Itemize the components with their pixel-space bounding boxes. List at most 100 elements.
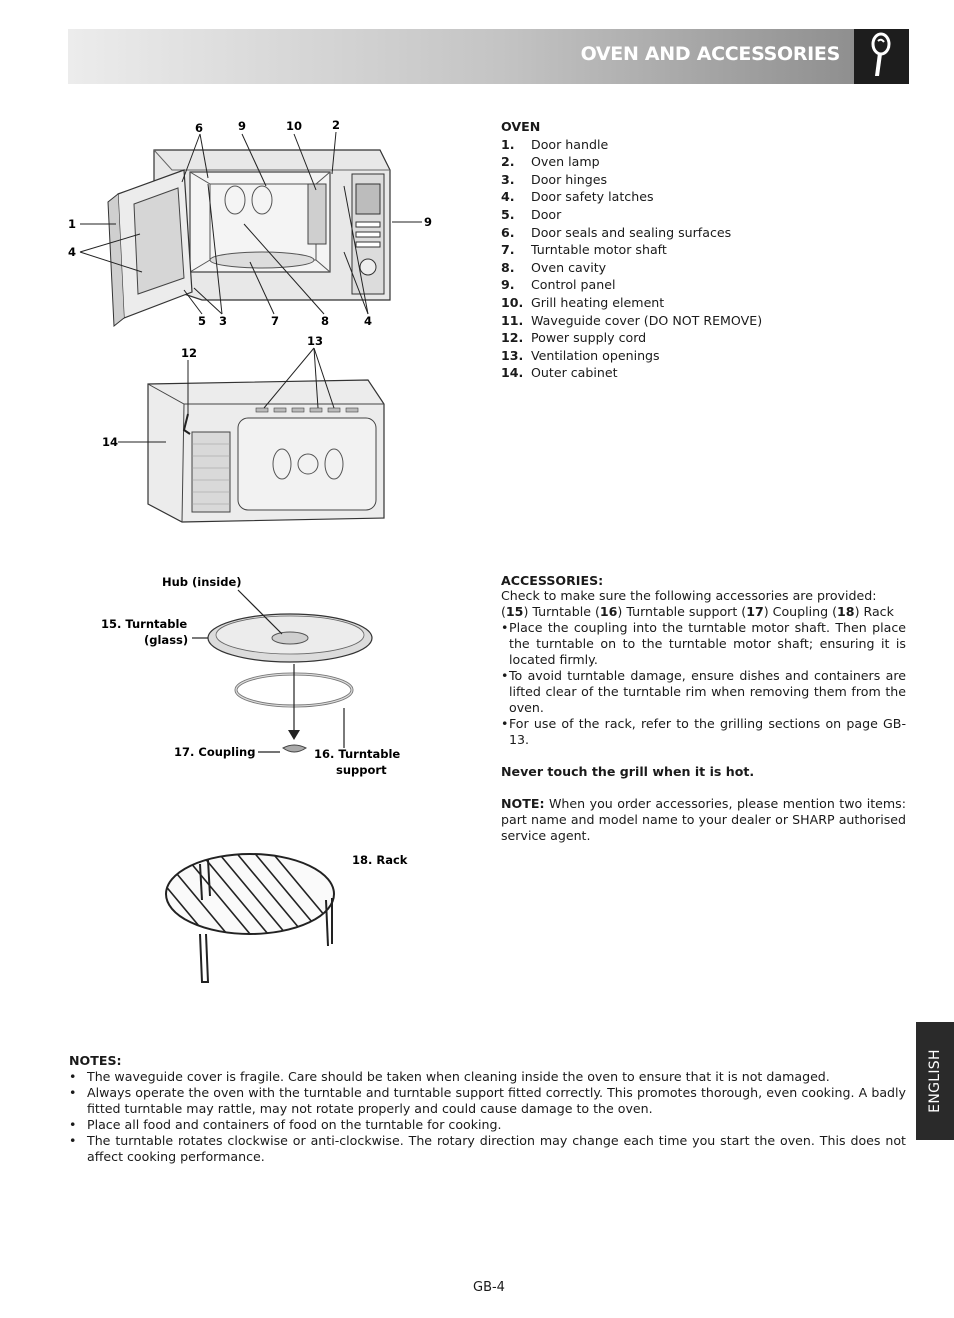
label-rack: 18. Rack [352,853,408,867]
oven-part-label: Grill heating element [531,294,665,310]
language-tab: ENGLISH [916,1022,954,1140]
oven-part-item: 6. Door seals and sealing surfaces [501,224,901,242]
oven-part-item: 11.Waveguide cover (DO NOT REMOVE) [501,312,901,330]
note-label: NOTE: [501,796,545,811]
note-item: • Always operate the oven with the turnta… [69,1085,906,1117]
acc-num-16: 16 [599,604,618,619]
accessory-bullet-text: For use of the rack, refer to the grilli… [509,716,906,747]
oven-part-number: 6. [501,224,515,240]
oven-part-item: 2. Oven lamp [501,153,901,171]
oven-part-number: 5. [501,206,515,222]
label-hub: Hub (inside) [162,575,242,589]
label-10: 10 [286,119,302,133]
label-7: 7 [271,314,279,328]
language-tab-label: ENGLISH [927,1049,943,1113]
accessories-bullets: •Place the coupling into the turntable m… [501,620,906,748]
page-number: GB-4 [473,1280,505,1295]
acc-text: ) Coupling ( [763,604,838,619]
note-item: • The turntable rotates clockwise or anti… [69,1133,906,1165]
acc-text: ) Turntable ( [523,604,600,619]
notes-list: •The waveguide cover is fragile. Care sh… [69,1069,906,1165]
oven-part-number: 3. [501,171,515,187]
label-turntable-support: 16. Turntable [314,747,400,761]
rack-diagram: 18. Rack [165,853,408,983]
turntable-diagram: Hub (inside) 15. Turntable (glass) 17. C… [101,575,400,777]
note-text: When you order accessories, please menti… [501,796,906,843]
bullet-icon: • [69,1133,77,1148]
oven-part-number: 2. [501,154,515,170]
label-turntable-support-2: support [336,763,387,777]
note-text: Place all food and containers of food on… [87,1117,502,1132]
oven-part-label: Power supply cord [531,330,647,346]
note-text: The turntable rotates clockwise or anti-… [87,1133,906,1164]
bullet-icon: • [501,716,509,731]
acc-text: ) Turntable support ( [617,604,747,619]
label-1: 1 [68,217,76,231]
note-item: •The waveguide cover is fragile. Care sh… [69,1069,906,1085]
accessory-bullet-text: To avoid turntable damage, ensure dishes… [509,668,906,715]
note-item: • Place all food and containers of food o… [69,1117,906,1133]
oven-part-item: 4.Door safety latches [501,188,901,206]
label-coupling: 17. Coupling [174,745,255,759]
oven-front-diagram: 6 9 10 2 1 4 9 5 3 7 8 4 [68,118,432,328]
oven-part-label: Door seals and sealing surfaces [531,224,732,240]
acc-text: ) Rack [854,604,894,619]
label-9-right: 9 [424,215,432,229]
notes-heading: NOTES: [69,1053,122,1068]
oven-part-number: 13. [501,347,524,363]
acc-num-18: 18 [837,604,855,619]
label-6: 6 [195,121,203,135]
label-8: 8 [321,314,329,328]
oven-part-item: 5.Door [501,206,901,224]
oven-part-number: 4. [501,189,515,205]
oven-part-label: Oven lamp [531,154,600,170]
accessories-intro: Check to make sure the following accesso… [501,588,877,603]
bullet-icon: • [69,1085,77,1100]
header-icon-box [854,29,909,84]
oven-part-item: 1.Door handle [501,136,901,154]
bullet-icon: • [501,668,509,683]
oven-part-item: 10.Grill heating element [501,294,901,312]
oven-part-label: Ventilation openings [531,347,660,363]
label-9: 9 [238,119,246,133]
acc-num-15: 15 [505,604,524,619]
oven-part-label: Door hinges [531,171,608,187]
oven-part-label: Waveguide cover (DO NOT REMOVE) [531,312,763,328]
note-text: Always operate the oven with the turntab… [87,1085,906,1116]
oven-part-item: 7.Turntable motor shaft [501,241,901,259]
oven-part-item: 8.Oven cavity [501,259,901,277]
oven-part-label: Outer cabinet [531,365,618,381]
page-title: OVEN AND ACCESSORIES [580,43,841,65]
oven-part-number: 1. [501,136,515,152]
acc-num-17: 17 [746,604,764,619]
oven-part-label: Oven cavity [531,259,607,275]
label-turntable: 15. Turntable [101,617,187,631]
label-5: 5 [198,314,206,328]
accessories-section: ACCESSORIES: Check to make sure the foll… [501,572,906,844]
accessory-bullet: •For use of the rack, refer to the grill… [501,716,906,748]
label-3: 3 [219,314,227,328]
accessories-list: (15) Turntable (16) Turntable support (1… [501,604,906,620]
bullet-icon: • [501,620,509,635]
acc-text: ( [501,604,506,619]
accessories-heading: ACCESSORIES: [501,573,604,588]
bullet-icon: • [69,1117,77,1132]
label-13: 13 [307,334,323,348]
label-4-right: 4 [364,314,372,328]
oven-part-number: 14. [501,365,524,381]
header-bar: OVEN AND ACCESSORIES [68,29,854,84]
accessory-bullet: •To avoid turntable damage, ensure dishe… [501,668,906,716]
accessory-bullet-text: Place the coupling into the turntable mo… [509,620,906,667]
accessories-note: NOTE: When you order accessories, please… [501,796,906,844]
oven-part-item: 14. Outer cabinet [501,364,901,382]
notes-section: NOTES: •The waveguide cover is fragile. … [69,1053,906,1165]
oven-part-item: 13. Ventilation openings [501,347,901,365]
label-14: 14 [102,435,118,449]
oven-part-number: 7. [501,242,515,258]
oven-part-number: 9. [501,277,515,293]
oven-part-label: Control panel [531,277,616,293]
oven-back-diagram: 12 13 14 [102,334,385,523]
oven-part-item: 3. Door hinges [501,171,901,189]
